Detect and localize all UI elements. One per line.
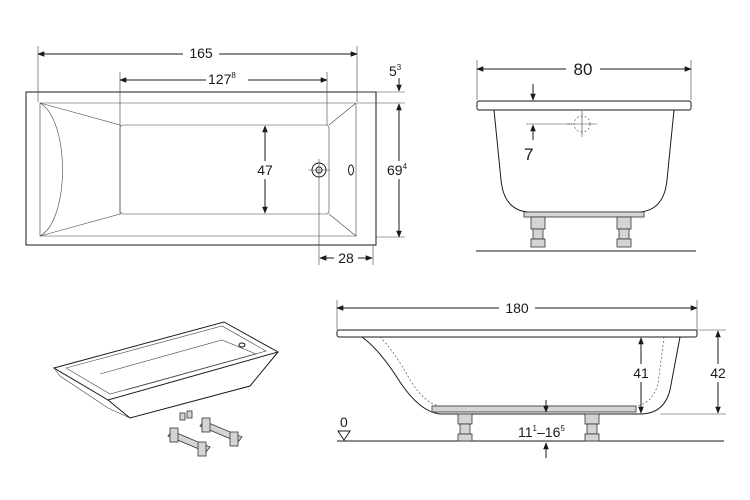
dim-overflow-depth-label: 7 [524, 145, 533, 164]
iso-drain-icon [238, 342, 246, 348]
dim-width-label: 694 [387, 162, 408, 178]
side-view-inner-dashed [379, 336, 665, 407]
side-view-foot-left [457, 413, 473, 442]
iso-tub-front [107, 351, 279, 419]
dim-inner-depth-label: 41 [633, 365, 649, 381]
dim-inner-width-label: 47 [257, 162, 273, 178]
drain-icon [308, 159, 330, 181]
top-view-front-slope [328, 102, 357, 237]
top-view-basin [119, 124, 330, 215]
iso-foot-connectors [179, 410, 193, 421]
iso-foot-right [199, 417, 243, 447]
top-view-sloped-back [39, 102, 121, 237]
dim-feet-range-label: 111–165 [518, 424, 565, 440]
top-view-outer-outline [25, 91, 377, 246]
dim-drain-offset-label: 28 [338, 250, 354, 266]
overflow-icon [348, 164, 354, 176]
side-view: 180 41 42 0 111–165 [336, 298, 731, 458]
end-view-foot-right [616, 216, 632, 248]
dim-side-length-label: 180 [505, 300, 529, 316]
side-view-foot-right [584, 413, 600, 442]
top-view: 165 1278 47 53 694 28 [25, 44, 412, 266]
iso-tub-basin [99, 339, 257, 391]
iso-foot-left [167, 427, 211, 457]
dim-height-label: 42 [710, 365, 726, 381]
iso-tub-inner [65, 325, 267, 395]
end-view-rim [476, 100, 692, 111]
end-view-foot-left [530, 216, 546, 248]
side-view-body [361, 336, 681, 415]
end-view-body [493, 109, 675, 213]
dim-end-width-label: 80 [574, 60, 593, 79]
top-view-rim-inner [39, 102, 357, 237]
dim-rim-label: 53 [389, 63, 402, 79]
dim-length-label: 165 [189, 45, 213, 61]
floor-level-marker-icon [337, 430, 351, 441]
iso-tub-top [52, 321, 280, 401]
isometric-view [52, 321, 280, 457]
side-view-rim [336, 329, 698, 338]
end-view: 80 7 [476, 58, 696, 252]
floor-level-label: 0 [340, 414, 348, 430]
top-view-sloped-back-inner [39, 102, 63, 237]
dim-inner-length-label: 1278 [208, 71, 236, 87]
